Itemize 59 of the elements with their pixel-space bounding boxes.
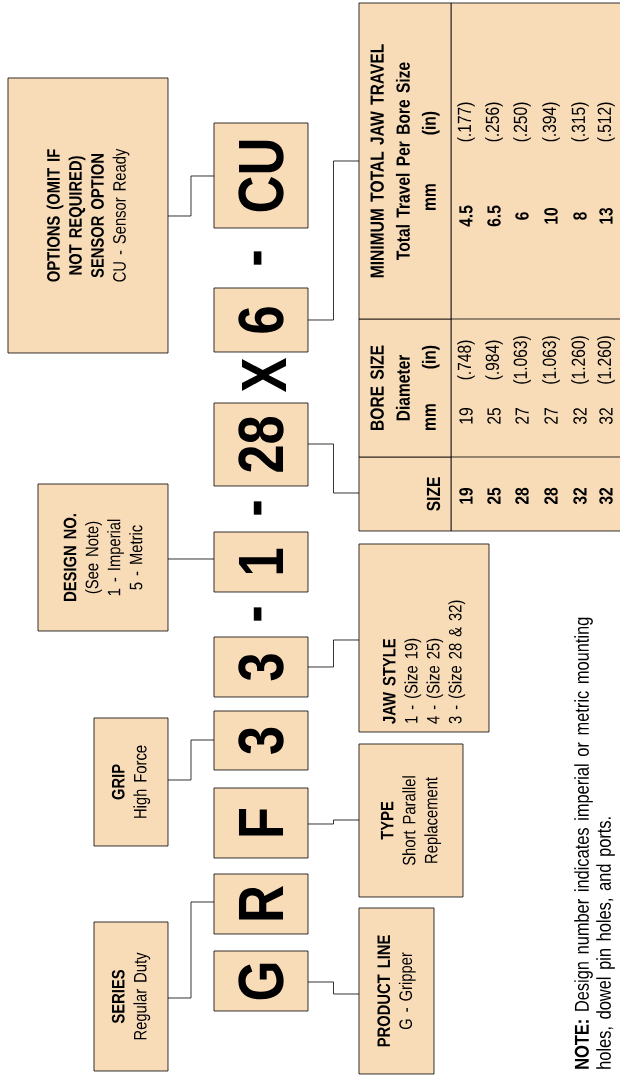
- connector-line: [167, 175, 215, 217]
- table-cell: 10: [544, 207, 558, 224]
- table-cell: 32: [573, 487, 587, 505]
- separator-symbol: -: [253, 607, 262, 621]
- table-cell: 32: [599, 487, 613, 505]
- table-cell: 8: [573, 212, 587, 220]
- note-text: NOTE: Design number indicates imperial or metric mounting holes, dowel pin holes, and ports.: [574, 617, 615, 1069]
- connector-line: [167, 739, 215, 781]
- description-box: DESIGN NO. (See Note) 1 - Imperial 5 - Metric: [37, 483, 169, 632]
- table-cell: 32: [573, 408, 587, 425]
- description-box: TYPE Short Parallel Replacement: [358, 743, 464, 898]
- separator-symbol: X: [242, 357, 286, 393]
- connector-line: [307, 160, 360, 321]
- code-letter-box: R: [213, 873, 309, 935]
- table-cell: (.748): [457, 340, 475, 380]
- table-cell: 25: [487, 408, 501, 424]
- table-cell: 19: [459, 487, 473, 504]
- connector-line: [167, 558, 215, 560]
- table-cell: (.394): [542, 102, 560, 142]
- code-letter-box: CU: [213, 122, 309, 229]
- code-letter-box: F: [213, 787, 309, 859]
- connector-line: [167, 901, 215, 999]
- table-cell: (1.260): [597, 336, 615, 384]
- table-cell: 32: [599, 408, 613, 425]
- table-cell: 6.5: [487, 205, 501, 227]
- connector-line: [307, 443, 360, 494]
- table-cell: 27: [544, 408, 558, 424]
- table-cell: 27: [515, 408, 529, 424]
- connector-line: [307, 819, 360, 825]
- description-box: PRODUCT LINE G - Gripper: [358, 907, 435, 1075]
- table-cell: (.512): [597, 102, 615, 142]
- code-letter-box: 3: [213, 710, 309, 771]
- code-letter-box: 1: [213, 531, 309, 593]
- table-cell: 13: [599, 207, 613, 224]
- description-box: GRIP High Force: [93, 717, 169, 847]
- description-box: SERIES Regular Duty: [93, 921, 169, 1072]
- table-cell: 6: [515, 212, 529, 220]
- connector-line: [307, 981, 360, 995]
- table-cell: (1.063): [542, 336, 560, 384]
- description-box: OPTIONS (OMIT IF NOT REQUIRED) SENSOR OPTION CU - Sensor Ready: [7, 77, 169, 354]
- table-cell: (.984): [485, 340, 503, 380]
- code-letter-box: 3: [213, 636, 309, 698]
- connector-line: [307, 639, 360, 668]
- table-cell: 28: [544, 487, 558, 505]
- separator-symbol: -: [253, 251, 262, 265]
- code-letter-box: 6: [213, 287, 309, 353]
- table-cell: (.256): [485, 102, 503, 142]
- table-cell: 25: [487, 487, 501, 505]
- table-cell: (1.063): [513, 336, 531, 384]
- code-letter-box: G: [213, 950, 309, 1012]
- description-box: JAW STYLE 1 - (Size 19) 4 - (Size 25) 3 - (Size 28 & 32): [358, 543, 490, 733]
- table-cell: 28: [515, 487, 529, 505]
- table-header-cell: SIZE: [358, 456, 452, 532]
- code-letter-box: 28: [213, 402, 309, 487]
- table-cell: (.250): [513, 102, 531, 142]
- separator-symbol: -: [253, 501, 262, 515]
- table-cell: (1.260): [571, 336, 589, 384]
- table-cell: (.315): [571, 102, 589, 142]
- table-cell: 19: [459, 408, 473, 424]
